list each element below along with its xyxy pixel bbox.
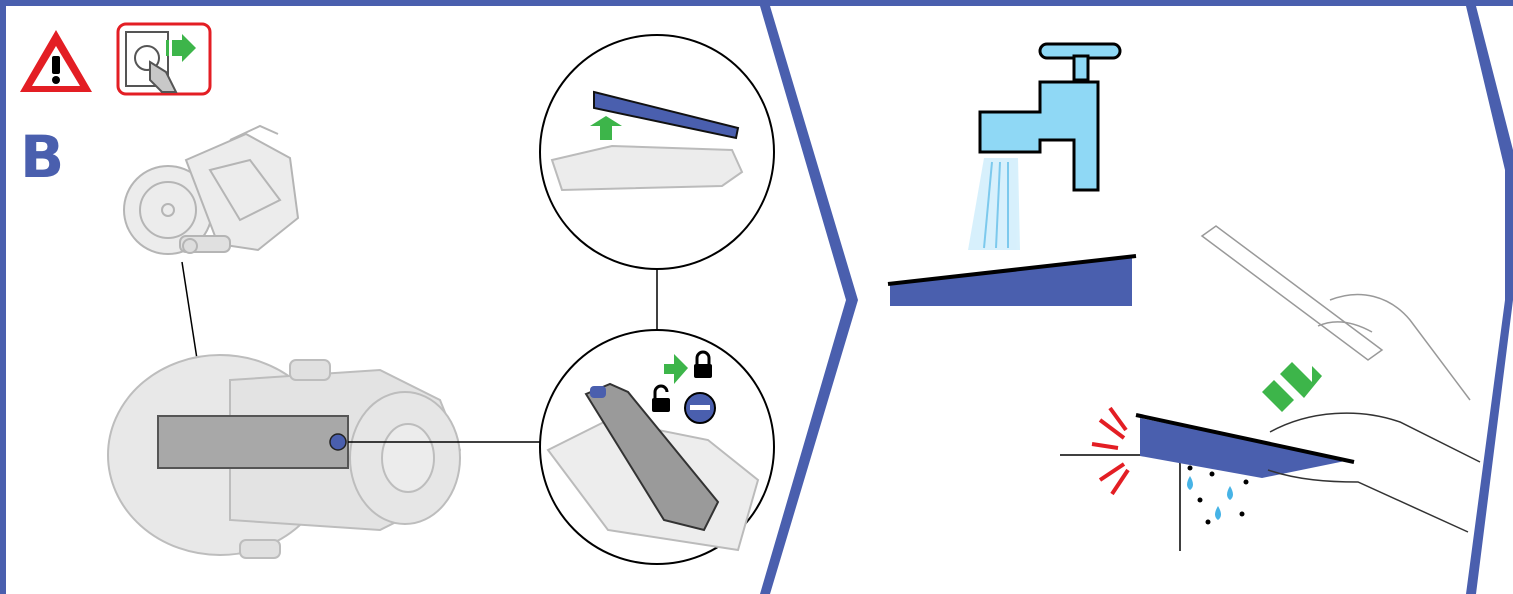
panel-remove-bin	[20, 24, 774, 564]
hand-bin-lower	[1268, 413, 1480, 532]
hand-bin-upper	[1202, 226, 1470, 400]
bin-dry	[1140, 418, 1350, 478]
detail-bin-lift	[540, 35, 774, 269]
panel-divider-1	[760, 6, 858, 594]
bin-cover	[158, 416, 348, 468]
vacuum-overview	[124, 126, 298, 254]
bin-latch	[330, 434, 346, 450]
arrow-down-icon	[1262, 362, 1322, 412]
water-stream	[968, 158, 1020, 250]
water-drop-icon	[1187, 476, 1233, 520]
panel-rinse-bin	[888, 44, 1136, 306]
unplug-icon	[118, 24, 210, 94]
detail-latch	[540, 330, 774, 564]
sink-edge	[1060, 455, 1180, 551]
impact-marks	[1092, 408, 1128, 494]
step-letter: B	[20, 128, 64, 186]
warning-icon	[20, 30, 92, 92]
panel-divider-2	[1466, 6, 1513, 594]
bin-tray	[890, 258, 1132, 306]
